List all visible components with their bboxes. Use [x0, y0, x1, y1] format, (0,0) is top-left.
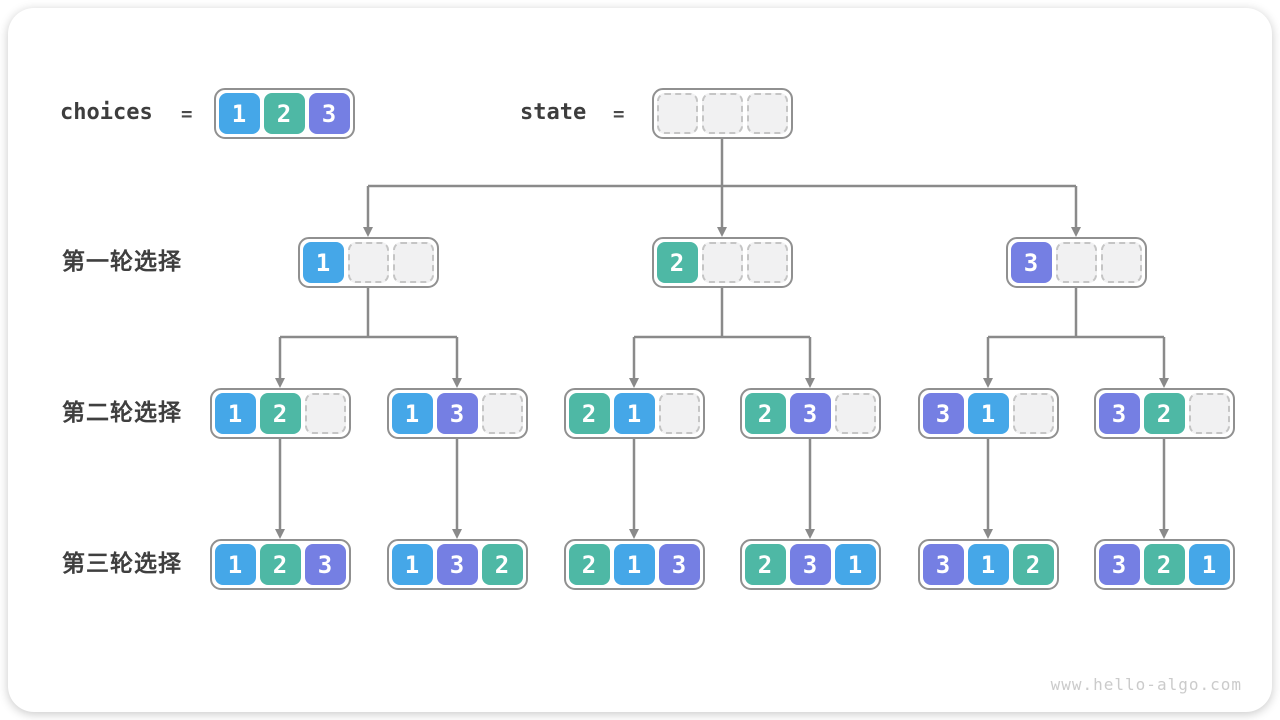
cell-value-3: 3	[922, 544, 964, 585]
cell-value-1: 1	[391, 544, 433, 585]
cell-value-2: 2	[568, 544, 610, 585]
cell-empty	[746, 242, 788, 283]
cell-empty	[304, 393, 346, 434]
tree-node-1-x-x: 1	[297, 237, 439, 288]
cell-empty	[658, 393, 700, 434]
cell-empty	[746, 93, 788, 134]
cell-value-3: 3	[308, 93, 350, 134]
tree-node-3-x-x: 3	[1005, 237, 1147, 288]
cell-empty	[834, 393, 876, 434]
cell-empty	[1055, 242, 1097, 283]
cell-empty	[1012, 393, 1054, 434]
cell-value-3: 3	[1010, 242, 1052, 283]
state-label: state	[520, 100, 587, 125]
cell-value-2: 2	[744, 393, 786, 434]
cell-value-3: 3	[436, 544, 478, 585]
cell-value-1: 1	[834, 544, 876, 585]
cell-value-3: 3	[304, 544, 346, 585]
cell-value-1: 1	[613, 393, 655, 434]
choices-label: choices	[60, 100, 153, 125]
cell-empty	[656, 93, 698, 134]
cell-value-3: 3	[1098, 393, 1140, 434]
cell-value-2: 2	[656, 242, 698, 283]
cell-value-1: 1	[613, 544, 655, 585]
cell-value-1: 1	[302, 242, 344, 283]
round-1-label: 第一轮选择	[62, 249, 182, 275]
cell-value-2: 2	[259, 393, 301, 434]
cell-value-3: 3	[1098, 544, 1140, 585]
round-2-label: 第二轮选择	[62, 400, 182, 426]
cell-value-3: 3	[789, 544, 831, 585]
cell-value-2: 2	[481, 544, 523, 585]
watermark: www.hello-algo.com	[1050, 675, 1242, 694]
cell-empty	[701, 242, 743, 283]
cell-value-2: 2	[1143, 393, 1185, 434]
cell-empty	[392, 242, 434, 283]
cell-value-3: 3	[658, 544, 700, 585]
cell-empty	[1100, 242, 1142, 283]
cell-value-1: 1	[214, 544, 256, 585]
cell-value-3: 3	[789, 393, 831, 434]
round-3-label: 第三轮选择	[62, 551, 182, 577]
state-box	[651, 88, 793, 139]
cell-value-1: 1	[391, 393, 433, 434]
cell-value-2: 2	[1143, 544, 1185, 585]
choices-equals-sign: =	[181, 103, 193, 125]
cell-value-1: 1	[967, 393, 1009, 434]
cell-value-2: 2	[744, 544, 786, 585]
cell-value-1: 1	[967, 544, 1009, 585]
state-equals-sign: =	[613, 103, 625, 125]
cell-value-3: 3	[922, 393, 964, 434]
cell-empty	[481, 393, 523, 434]
diagram-card	[8, 8, 1272, 712]
cell-value-3: 3	[436, 393, 478, 434]
tree-node-2-x-x: 2	[651, 237, 793, 288]
cell-empty	[347, 242, 389, 283]
cell-value-1: 1	[218, 93, 260, 134]
cell-value-2: 2	[568, 393, 610, 434]
cell-value-2: 2	[263, 93, 305, 134]
cell-value-2: 2	[1012, 544, 1054, 585]
cell-value-1: 1	[1188, 544, 1230, 585]
cell-value-1: 1	[214, 393, 256, 434]
cell-empty	[701, 93, 743, 134]
cell-empty	[1188, 393, 1230, 434]
cell-value-2: 2	[259, 544, 301, 585]
